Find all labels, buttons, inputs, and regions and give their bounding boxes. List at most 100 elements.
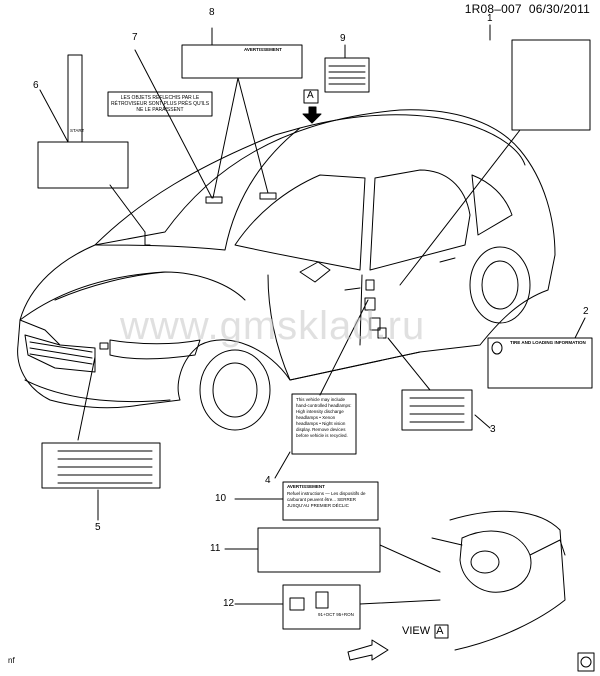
view-a-arrow (302, 106, 322, 124)
leader-6b (109, 184, 146, 233)
label-9-lines (328, 65, 366, 85)
callout-5: 5 (95, 522, 101, 533)
fuel-cap (470, 550, 500, 574)
leader-4b (319, 299, 369, 396)
leader-6 (39, 89, 69, 143)
rear-side-window (369, 169, 471, 271)
label-6-title: START (70, 128, 84, 133)
fuel-line-arrow (431, 537, 463, 546)
leader-1b (399, 129, 521, 286)
headlight-left (19, 319, 61, 346)
hood-crease (54, 271, 166, 301)
callout-9: 9 (340, 33, 346, 44)
label-9-card (324, 57, 370, 93)
headlight-right (109, 339, 201, 360)
label-11-card (257, 527, 381, 573)
leader-3 (474, 414, 491, 429)
drawing-date: 06/30/2011 (528, 2, 590, 16)
leader-12b (359, 599, 441, 605)
view-letter: A (436, 625, 444, 637)
view-letter-box (434, 624, 449, 639)
label-1-card (511, 39, 591, 131)
rear-wheel-rim (481, 260, 519, 310)
label-10-title: AVERTISSEMENT (287, 484, 325, 489)
label-7-text: LES OBJETS REFLÉCHIS PAR LE RÉTROVISEUR … (110, 95, 210, 113)
leader-8a (212, 77, 239, 199)
callout-4: 4 (265, 475, 271, 486)
label-6-card (37, 54, 129, 189)
callout-3: 3 (490, 424, 496, 435)
label-5-lines (57, 450, 153, 484)
leader-3b (387, 337, 431, 391)
leader-2 (574, 317, 586, 339)
fuel-door-panel (459, 530, 532, 593)
rear-door-line (359, 274, 363, 346)
fuel-door-hinge (529, 539, 566, 556)
door-label-mark-3 (377, 327, 387, 339)
windshield-outline (94, 127, 301, 251)
callout-6: 6 (33, 80, 39, 91)
label-12-octane: 91+OCT 95+RON (318, 612, 354, 617)
view-a-arrow-letter: A (307, 90, 314, 101)
door-handle-rear (439, 257, 456, 263)
drawing-code: 1R08–007 (464, 2, 522, 16)
label-8-title: AVERTISSEMENT (244, 47, 282, 52)
label-2-title: TIRE AND LOADING INFORMATION (510, 340, 586, 345)
front-direction-arrow (347, 639, 389, 661)
label-3-card (401, 389, 473, 431)
door-label-mark-1 (365, 279, 375, 291)
callout-2: 2 (583, 306, 589, 317)
callout-11: 11 (210, 543, 221, 554)
callout-12: 12 (223, 598, 235, 609)
view-word: VIEW (402, 625, 431, 637)
corner-tag: nf (8, 656, 15, 665)
leader-5b (77, 356, 96, 441)
windshield-label-mark (144, 231, 151, 246)
rear-quarter-window (471, 174, 513, 236)
front-grille (24, 334, 96, 373)
label-12-book-icon (289, 597, 305, 611)
label-2-card (487, 337, 593, 389)
label-5-card (41, 442, 161, 489)
fuel-door-body (449, 510, 566, 651)
label-12-card (282, 584, 361, 630)
leader-7 (134, 49, 213, 199)
drawing-reference-header: 1R08–007 06/30/2011 (465, 2, 590, 16)
front-wheel-rim (212, 362, 258, 418)
car-body-outline (17, 109, 556, 409)
label-7-card (107, 91, 213, 117)
label-8-card (181, 44, 303, 79)
label-4-text: This vehicle may include hand-controlled… (296, 397, 352, 438)
callout-1: 1 (487, 13, 493, 24)
callout-7: 7 (132, 32, 138, 43)
label-10-text: Refuel instructions — Les dispositifs de… (287, 491, 366, 508)
grille-bars (29, 341, 93, 365)
door-label-mark-2 (369, 317, 381, 331)
label-4-card (291, 393, 357, 455)
front-side-window (234, 174, 366, 271)
label-12-pump-icon (315, 591, 329, 609)
front-wheel (199, 349, 271, 431)
door-handle-front (344, 287, 361, 291)
fuel-door-area (364, 297, 376, 311)
front-door-line (267, 274, 291, 381)
watermark: www.gmsklad.ru (120, 304, 426, 348)
lower-bumper (24, 379, 171, 403)
side-mirror (299, 261, 331, 283)
corner-icon-frame (577, 652, 595, 672)
rear-wheel (469, 246, 531, 324)
label-10-card (282, 481, 379, 521)
corner-icon-inner (580, 656, 592, 668)
door-sill (289, 351, 421, 381)
visor-label-mark-2 (259, 192, 277, 200)
label-3-grid (409, 397, 465, 423)
view-caption: VIEW A (402, 625, 443, 637)
hood-label-mark (99, 342, 109, 350)
roof-line (299, 114, 526, 166)
leader-labels-fuel (379, 544, 441, 573)
label-2-tire-icon (491, 341, 503, 355)
leader-8b (237, 77, 269, 194)
callout-10: 10 (215, 493, 227, 504)
visor-label-mark-1 (205, 196, 223, 204)
